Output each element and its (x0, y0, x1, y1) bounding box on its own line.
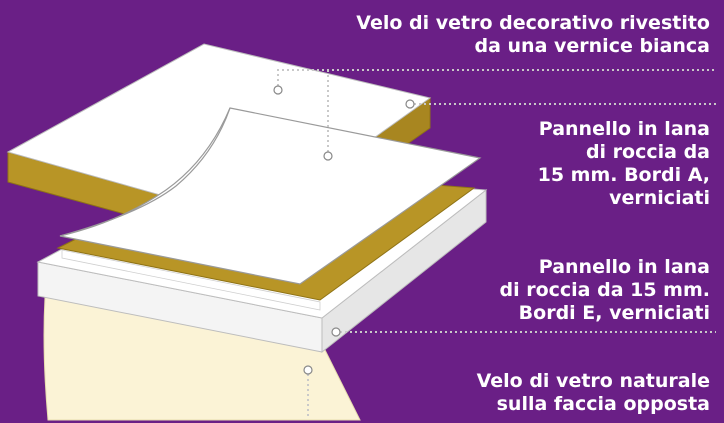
label-panel-a: Pannello in lana di roccia da 15 mm. Bor… (537, 118, 710, 209)
marker-panel-e (331, 327, 341, 337)
panel-e-core-white (61, 249, 321, 311)
label-panel-e: Pannello in lana di roccia da 15 mm. Bor… (499, 256, 710, 324)
decorative-veil-curl (59, 107, 231, 237)
marker-natural-veil (303, 365, 313, 375)
label-natural-veil: Velo di vetro naturale sulla faccia oppo… (476, 370, 710, 415)
marker-panel-a (405, 99, 415, 109)
label-decorative-veil: Velo di vetro decorativo rivestito da un… (356, 12, 710, 57)
marker-decorative-veil-1 (273, 85, 283, 95)
leader-decorative-veil (277, 69, 716, 152)
marker-decorative-veil-2 (323, 151, 333, 161)
